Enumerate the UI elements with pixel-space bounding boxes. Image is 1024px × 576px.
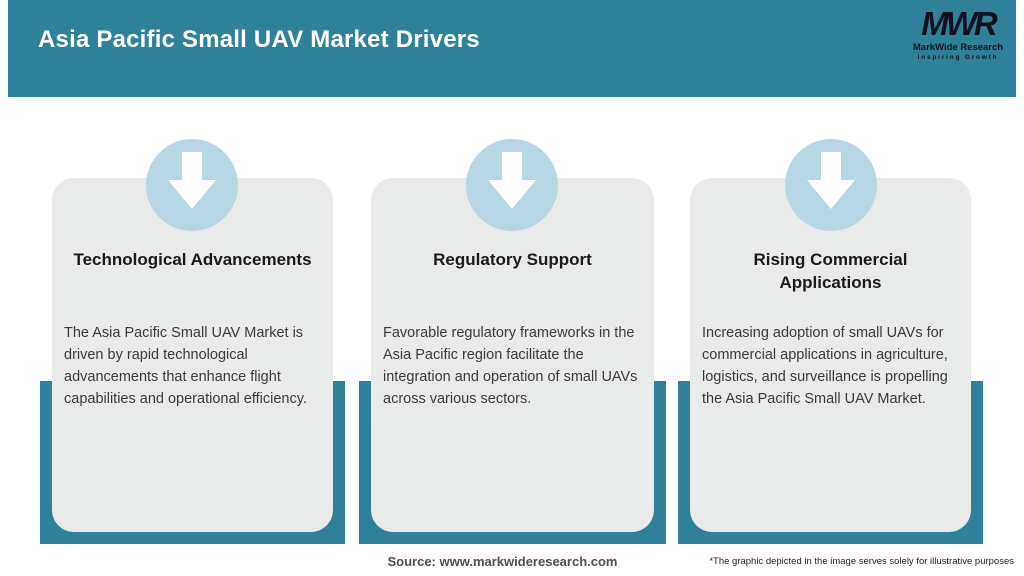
card-description: Increasing adoption of small UAVs for co…	[702, 325, 948, 407]
driver-card-rising-commercial-applications	[690, 178, 971, 532]
down-arrow-icon	[466, 139, 558, 231]
card-description: The Asia Pacific Small UAV Market is dri…	[64, 325, 307, 407]
disclaimer-text: *The graphic depicted in the image serve…	[709, 556, 1014, 567]
down-arrow-icon	[146, 139, 238, 231]
card-title-text: Rising Commercial Applications	[753, 250, 908, 292]
markwide-research-logo: MWR MarkWide Research Inspiring Growth	[910, 5, 1006, 62]
driver-card-technological-advancements	[52, 178, 333, 532]
mwr-logo-mark: MWR	[921, 5, 997, 42]
card-description: Favorable regulatory frameworks in the A…	[383, 325, 638, 407]
page-title: Asia Pacific Small UAV Market Drivers	[38, 26, 480, 53]
logo-company-name: MarkWide Research	[912, 42, 1004, 54]
card-title: Rising Commercial Applications	[690, 248, 971, 294]
header-bar: Asia Pacific Small UAV Market Drivers MW…	[8, 0, 1016, 97]
logo-tagline: Inspiring Growth	[917, 54, 999, 62]
source-text: Source: www.markwideresearch.com	[387, 554, 618, 569]
down-arrow-icon	[785, 139, 877, 231]
card-title-text: Technological Advancements	[73, 250, 312, 269]
card-title: Technological Advancements	[52, 248, 333, 271]
driver-card-regulatory-support	[371, 178, 654, 532]
card-title-text: Regulatory Support	[433, 250, 592, 269]
card-title: Regulatory Support	[371, 248, 654, 271]
